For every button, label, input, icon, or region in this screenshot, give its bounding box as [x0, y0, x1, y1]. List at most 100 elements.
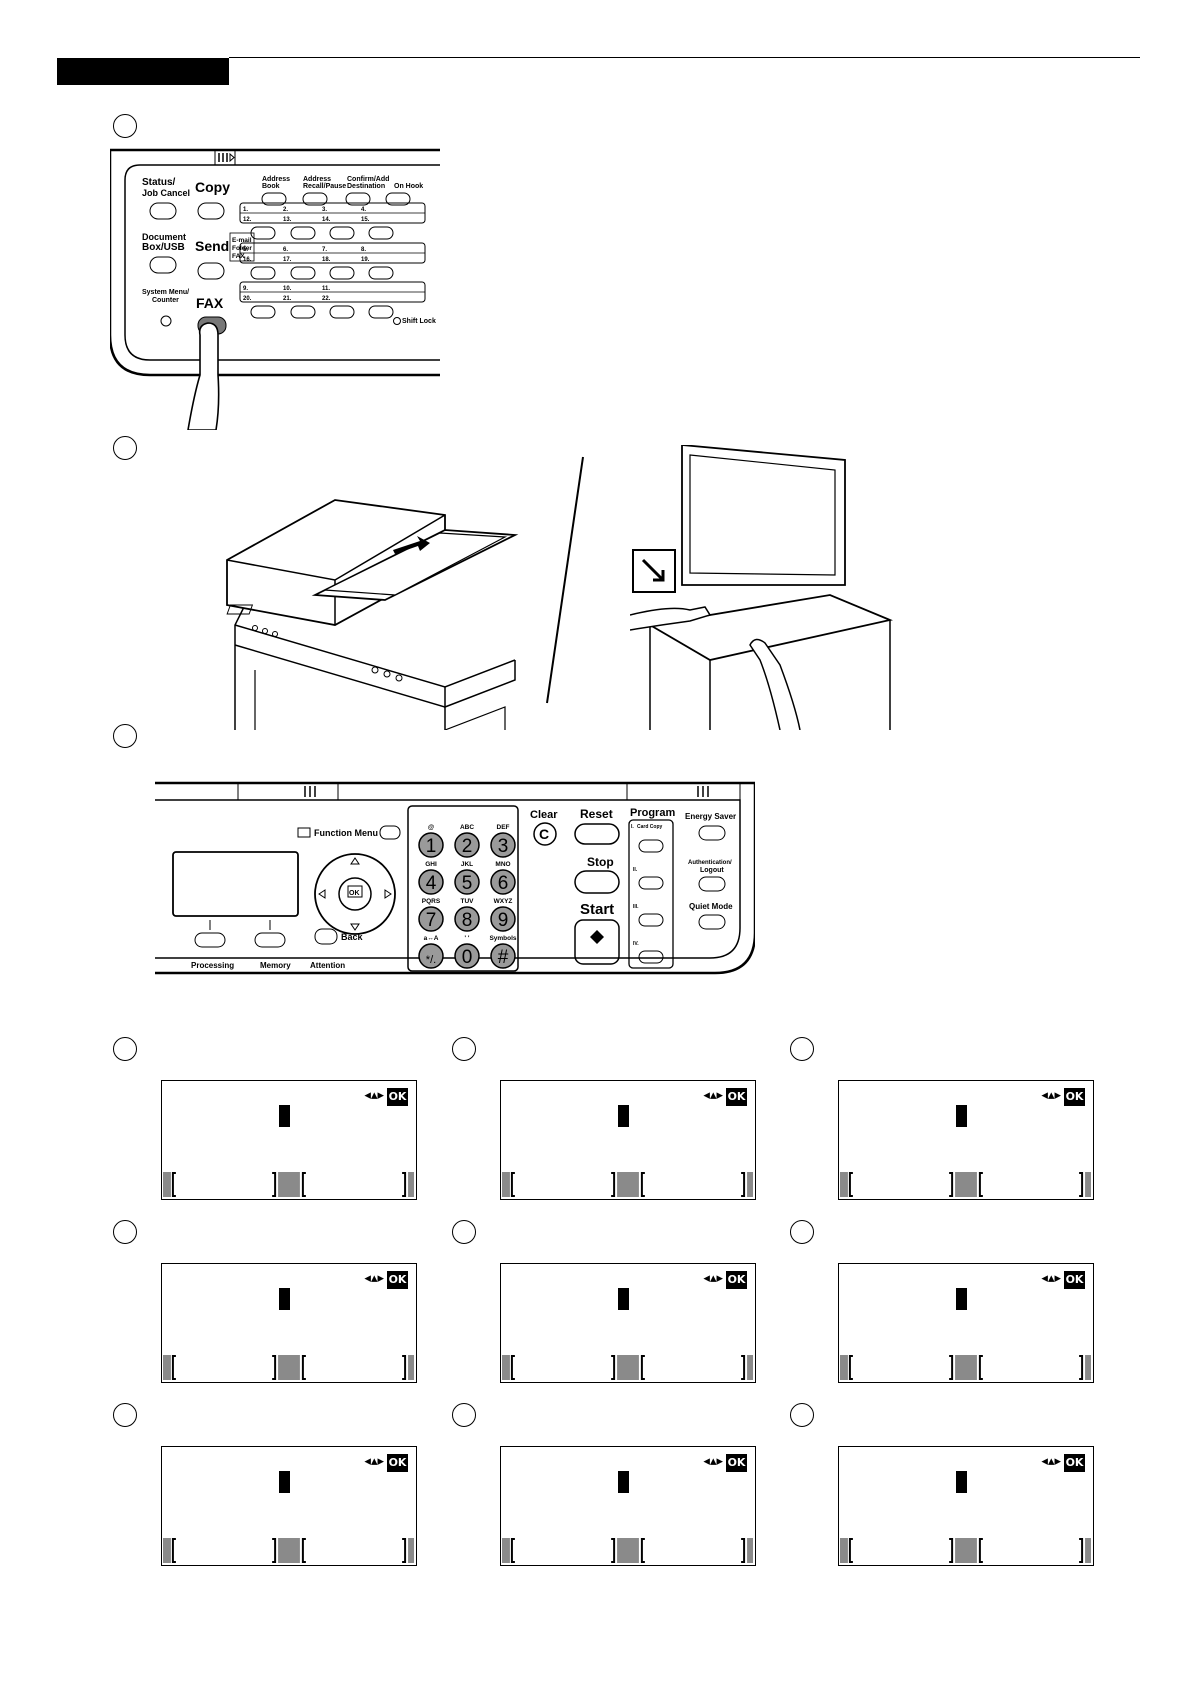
- quiet-mode-label: Quiet Mode: [689, 902, 733, 911]
- keypad-key[interactable]: [418, 906, 444, 932]
- one-touch-key[interactable]: [329, 266, 355, 280]
- program-slot-label: III.: [633, 904, 639, 910]
- text-cursor: [279, 1288, 290, 1310]
- processing-label: Processing: [191, 961, 234, 970]
- keypad-key[interactable]: [454, 943, 480, 969]
- ok-icon: OK: [726, 1088, 747, 1106]
- keypad-letters: DEF: [497, 824, 510, 831]
- lcd-screen: ◂▴▸OK: [838, 1080, 1094, 1200]
- ok-icon: OK: [387, 1088, 408, 1106]
- keypad-key[interactable]: [454, 832, 480, 858]
- softkey-bar: [501, 1538, 754, 1563]
- one-touch-key[interactable]: [250, 305, 276, 319]
- one-touch-key[interactable]: [290, 266, 316, 280]
- reset-button[interactable]: [574, 823, 620, 845]
- one-touch-key[interactable]: [290, 226, 316, 240]
- lcd-screen: ◂▴▸OK: [161, 1080, 417, 1200]
- program-slot-label: II.: [633, 867, 638, 873]
- ok-icon: OK: [726, 1454, 747, 1472]
- ok-icon: OK: [387, 1271, 408, 1289]
- keypad-key[interactable]: [490, 869, 516, 895]
- one-touch-key-label: 7.: [322, 247, 327, 253]
- ok-icon: OK: [726, 1271, 747, 1289]
- left-select-button[interactable]: [194, 932, 226, 948]
- lcd-screen: ◂▴▸OK: [838, 1446, 1094, 1566]
- lcd-screen: ◂▴▸OK: [838, 1263, 1094, 1383]
- keypad-key[interactable]: [490, 832, 516, 858]
- one-touch-key-label: 5.: [243, 247, 248, 253]
- pressing-finger: [187, 322, 220, 430]
- lcd-screen: ◂▴▸OK: [500, 1080, 756, 1200]
- stop-label: Stop: [587, 855, 614, 869]
- keypad-key[interactable]: [490, 906, 516, 932]
- status-button[interactable]: [149, 202, 177, 220]
- control-panel-closeup: Status/ Job Cancel Copy Document Box/USB…: [110, 148, 440, 430]
- energy-saver-label: Energy Saver: [685, 812, 736, 821]
- text-cursor: [279, 1105, 290, 1127]
- document-label-2: Box/USB: [142, 242, 185, 253]
- lcd-screen: ◂▴▸OK: [161, 1263, 417, 1383]
- program-button[interactable]: [638, 839, 664, 853]
- program-button[interactable]: [638, 950, 664, 964]
- control-panel-keypad: Function Menu OK Back Processing Memory …: [155, 781, 755, 975]
- keypad-digit: 8: [462, 910, 473, 931]
- program-button[interactable]: [638, 913, 664, 927]
- card-copy-label: Card Copy: [637, 824, 663, 830]
- document-box-button[interactable]: [149, 256, 177, 274]
- one-touch-key[interactable]: [368, 226, 394, 240]
- start-button[interactable]: [574, 919, 620, 965]
- keypad-key[interactable]: [418, 832, 444, 858]
- top-function-button[interactable]: [385, 192, 411, 206]
- header-tab: [57, 58, 229, 85]
- language-marker-circle: [452, 1037, 476, 1061]
- function-menu-label: Function Menu: [314, 828, 378, 838]
- energy-saver-button[interactable]: [698, 825, 726, 841]
- one-touch-key[interactable]: [290, 305, 316, 319]
- top-function-button[interactable]: [261, 192, 287, 206]
- keypad-digit: 9: [498, 910, 509, 931]
- keypad-letters: WXYZ: [494, 898, 513, 905]
- keypad-key[interactable]: [490, 943, 516, 969]
- keypad-key[interactable]: [454, 869, 480, 895]
- copy-button[interactable]: [197, 202, 225, 220]
- right-select-button[interactable]: [254, 932, 286, 948]
- clear-button[interactable]: [533, 822, 557, 846]
- lcd-screen: ◂▴▸OK: [161, 1446, 417, 1566]
- address-book-2: Book: [262, 183, 280, 190]
- one-touch-key[interactable]: [329, 305, 355, 319]
- keypad-letters: PQRS: [422, 898, 441, 905]
- top-function-button[interactable]: [345, 192, 371, 206]
- one-touch-key[interactable]: [250, 266, 276, 280]
- keypad-key[interactable]: [418, 869, 444, 895]
- program-button[interactable]: [638, 876, 664, 890]
- navigation-arrows-icon: ◂▴▸: [703, 1454, 723, 1469]
- keypad-key[interactable]: [454, 906, 480, 932]
- stop-button[interactable]: [574, 870, 620, 894]
- back-button[interactable]: [314, 928, 338, 945]
- top-function-button[interactable]: [302, 192, 328, 206]
- one-touch-key-label: 20.: [243, 296, 252, 302]
- one-touch-key[interactable]: [368, 305, 394, 319]
- one-touch-key[interactable]: [250, 226, 276, 240]
- one-touch-key[interactable]: [368, 266, 394, 280]
- one-touch-key[interactable]: [329, 226, 355, 240]
- authentication-button[interactable]: [698, 876, 726, 892]
- keypad-digit: 4: [426, 873, 437, 894]
- keypad-key[interactable]: [418, 943, 444, 969]
- function-menu-button[interactable]: [379, 825, 401, 840]
- text-cursor: [618, 1288, 629, 1310]
- address-recall-2: Recall/Pause: [303, 183, 346, 190]
- quiet-mode-button[interactable]: [698, 914, 726, 930]
- ok-icon: OK: [1064, 1271, 1085, 1289]
- start-label: Start: [580, 901, 614, 918]
- ok-key[interactable]: [338, 877, 372, 911]
- softkey-bar: [839, 1355, 1092, 1380]
- cursor-keys[interactable]: [314, 853, 396, 935]
- one-touch-key-label: 17.: [283, 257, 292, 263]
- send-button[interactable]: [197, 262, 225, 280]
- one-touch-key-label: 14.: [322, 217, 331, 223]
- one-touch-key-label: 19.: [361, 257, 370, 263]
- header-rule: [229, 57, 1140, 58]
- system-menu-button[interactable]: [160, 315, 172, 327]
- confirm-add-2: Destination: [347, 183, 385, 190]
